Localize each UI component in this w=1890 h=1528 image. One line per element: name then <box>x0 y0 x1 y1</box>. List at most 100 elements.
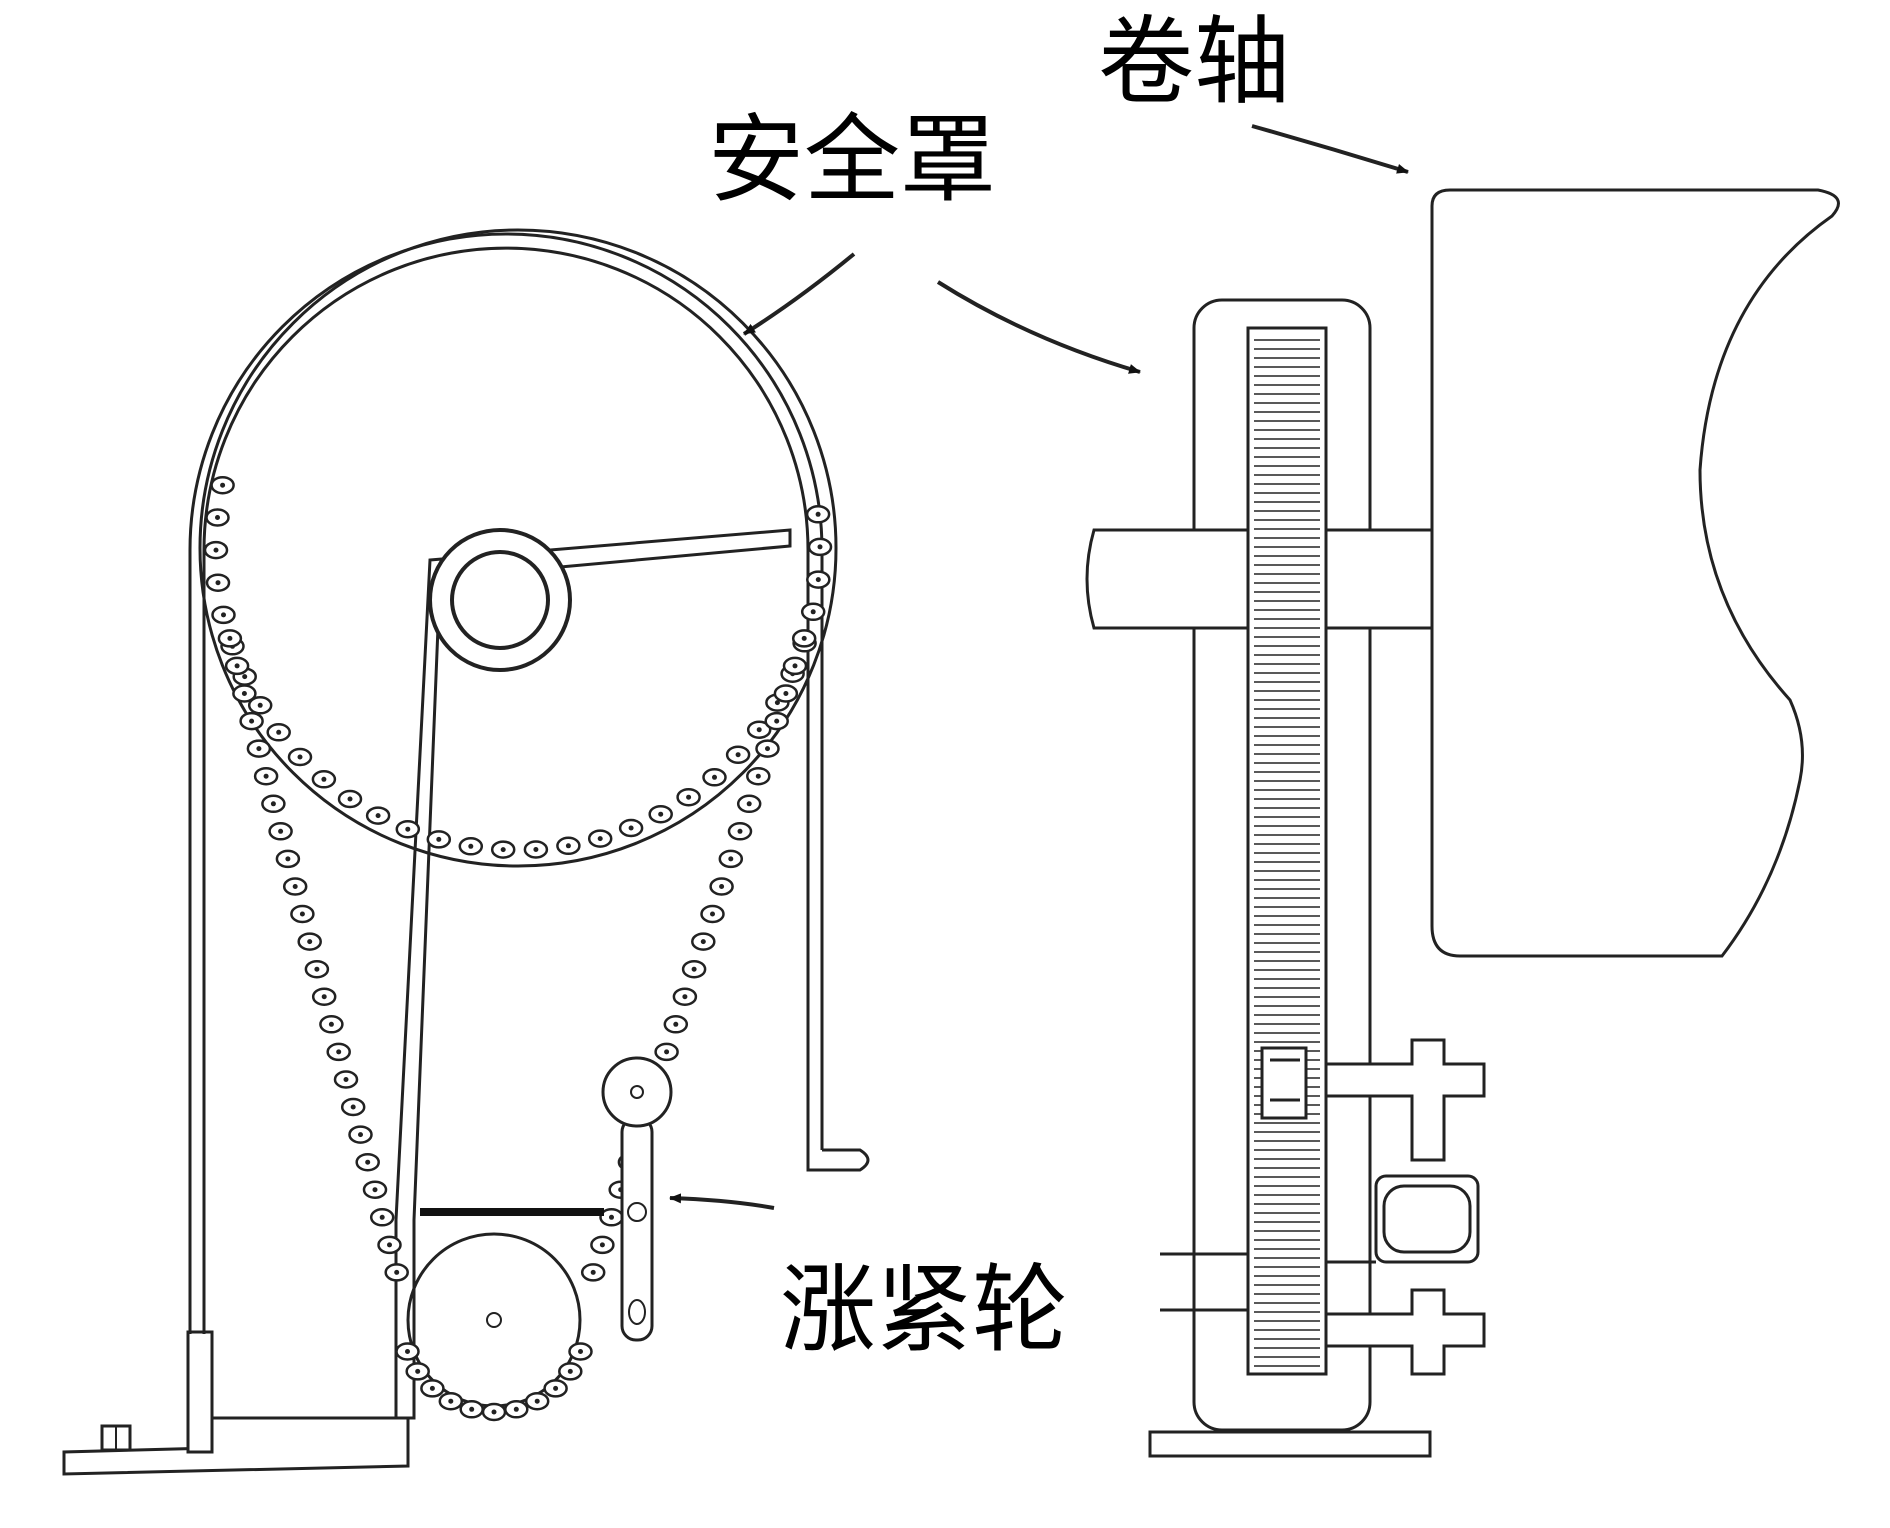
chain-pin <box>297 754 303 760</box>
chain-strip-hatch <box>1254 339 1320 1367</box>
chain-pin <box>737 828 743 834</box>
chain-pin <box>405 1349 410 1354</box>
reel-label: 卷轴 <box>1098 6 1290 118</box>
arrow-to-tensioner <box>669 1193 775 1210</box>
chain-pin <box>215 580 221 586</box>
chain-pin <box>375 813 381 819</box>
chain-pin <box>565 843 571 849</box>
chain-pin <box>321 776 327 782</box>
arrow-to-reel <box>1251 124 1409 174</box>
chain-pin <box>700 939 706 945</box>
large-sprocket <box>198 228 838 868</box>
chain-pin <box>756 727 762 733</box>
chain-pin <box>817 544 823 550</box>
chain-pin <box>436 836 442 842</box>
chain-pin <box>350 1104 356 1110</box>
chain-pin <box>307 939 313 945</box>
chain-pin <box>815 511 821 517</box>
chain-pin <box>765 746 770 752</box>
chain-pin <box>347 796 353 802</box>
chain-pin <box>513 1406 519 1412</box>
chain-pin <box>815 577 821 583</box>
safety-guard-shroud-inner <box>202 246 810 1334</box>
chain-pin <box>292 884 298 889</box>
chain-pin <box>599 1242 605 1248</box>
chain-pin <box>372 1187 378 1193</box>
chain-pin <box>712 774 717 780</box>
chain-pin <box>719 884 725 889</box>
safety-guard-shroud <box>188 232 824 1334</box>
chain-pin <box>299 911 305 917</box>
chain-strip <box>1246 326 1328 1376</box>
chain-pin <box>215 515 220 520</box>
chain-pin <box>658 811 664 817</box>
guard-post-left <box>186 1330 214 1454</box>
chain-pin <box>533 847 539 852</box>
chain-pin <box>728 856 734 862</box>
chain-pin <box>597 836 603 842</box>
chain-pin <box>590 1269 596 1275</box>
chain-pin <box>278 828 284 834</box>
callout-arrows <box>669 124 1409 1210</box>
chain-pin <box>234 663 240 669</box>
tensioner-label: 涨紧轮 <box>780 1254 1068 1366</box>
roller-chain <box>203 475 833 1422</box>
chain-pin <box>448 1398 454 1404</box>
side-view <box>62 228 870 1476</box>
chain-pin <box>710 911 715 917</box>
chain-pin <box>774 718 780 724</box>
chain-pin <box>343 1077 349 1082</box>
chain-pin <box>213 547 219 553</box>
tensioner-bracket <box>1160 1038 1486 1376</box>
bracket-plate <box>394 528 792 1420</box>
chain-pin <box>468 843 474 849</box>
chain-pin <box>578 1349 583 1354</box>
chain-pin <box>314 966 320 972</box>
chain-pin <box>567 1368 573 1374</box>
chain-pin <box>469 1406 475 1412</box>
chain-pin <box>628 825 634 831</box>
chain-pin <box>387 1242 392 1248</box>
chain-pin <box>686 794 692 800</box>
chain-pin <box>691 966 697 972</box>
chain-pin <box>270 801 276 807</box>
chain-pin <box>500 847 506 853</box>
chain-pin <box>336 1049 342 1055</box>
chain-pin <box>249 718 255 724</box>
chain-pin <box>783 691 789 696</box>
reel-body <box>1430 188 1840 958</box>
large-sprocket-bore <box>450 550 550 650</box>
chain-pin <box>682 994 688 1000</box>
chain-pin <box>801 635 807 641</box>
chain-pin <box>553 1385 559 1391</box>
chain-pin <box>241 691 247 696</box>
chain-pin <box>220 482 226 488</box>
chain-pin <box>673 1021 679 1027</box>
chain-pin <box>735 752 741 758</box>
arrow-to-guard-right <box>936 280 1141 374</box>
chain-pin <box>664 1049 670 1055</box>
chain-pin <box>221 612 226 618</box>
chain-pin <box>491 1409 497 1415</box>
chain-pin <box>755 773 761 779</box>
chain-pin <box>429 1385 435 1391</box>
chain-pin <box>609 1214 614 1220</box>
end-view <box>1085 188 1840 1458</box>
chain-pin <box>379 1214 385 1220</box>
chain-pin <box>774 700 780 706</box>
chain-pin <box>534 1398 540 1404</box>
chain-pin <box>746 801 752 807</box>
chain-pin <box>242 674 248 680</box>
end-base-plate <box>1148 1430 1432 1458</box>
chain-pin <box>256 746 262 752</box>
tensioner-assembly <box>420 1056 673 1342</box>
arrow-to-guard-left <box>742 252 856 336</box>
chain-pin <box>263 773 269 779</box>
chain-pin <box>257 702 263 708</box>
chain-pin <box>810 609 816 615</box>
chain-pin <box>321 994 327 1000</box>
chain-pin <box>328 1021 334 1027</box>
chain-pin <box>227 635 233 641</box>
chain-pin <box>415 1368 421 1374</box>
